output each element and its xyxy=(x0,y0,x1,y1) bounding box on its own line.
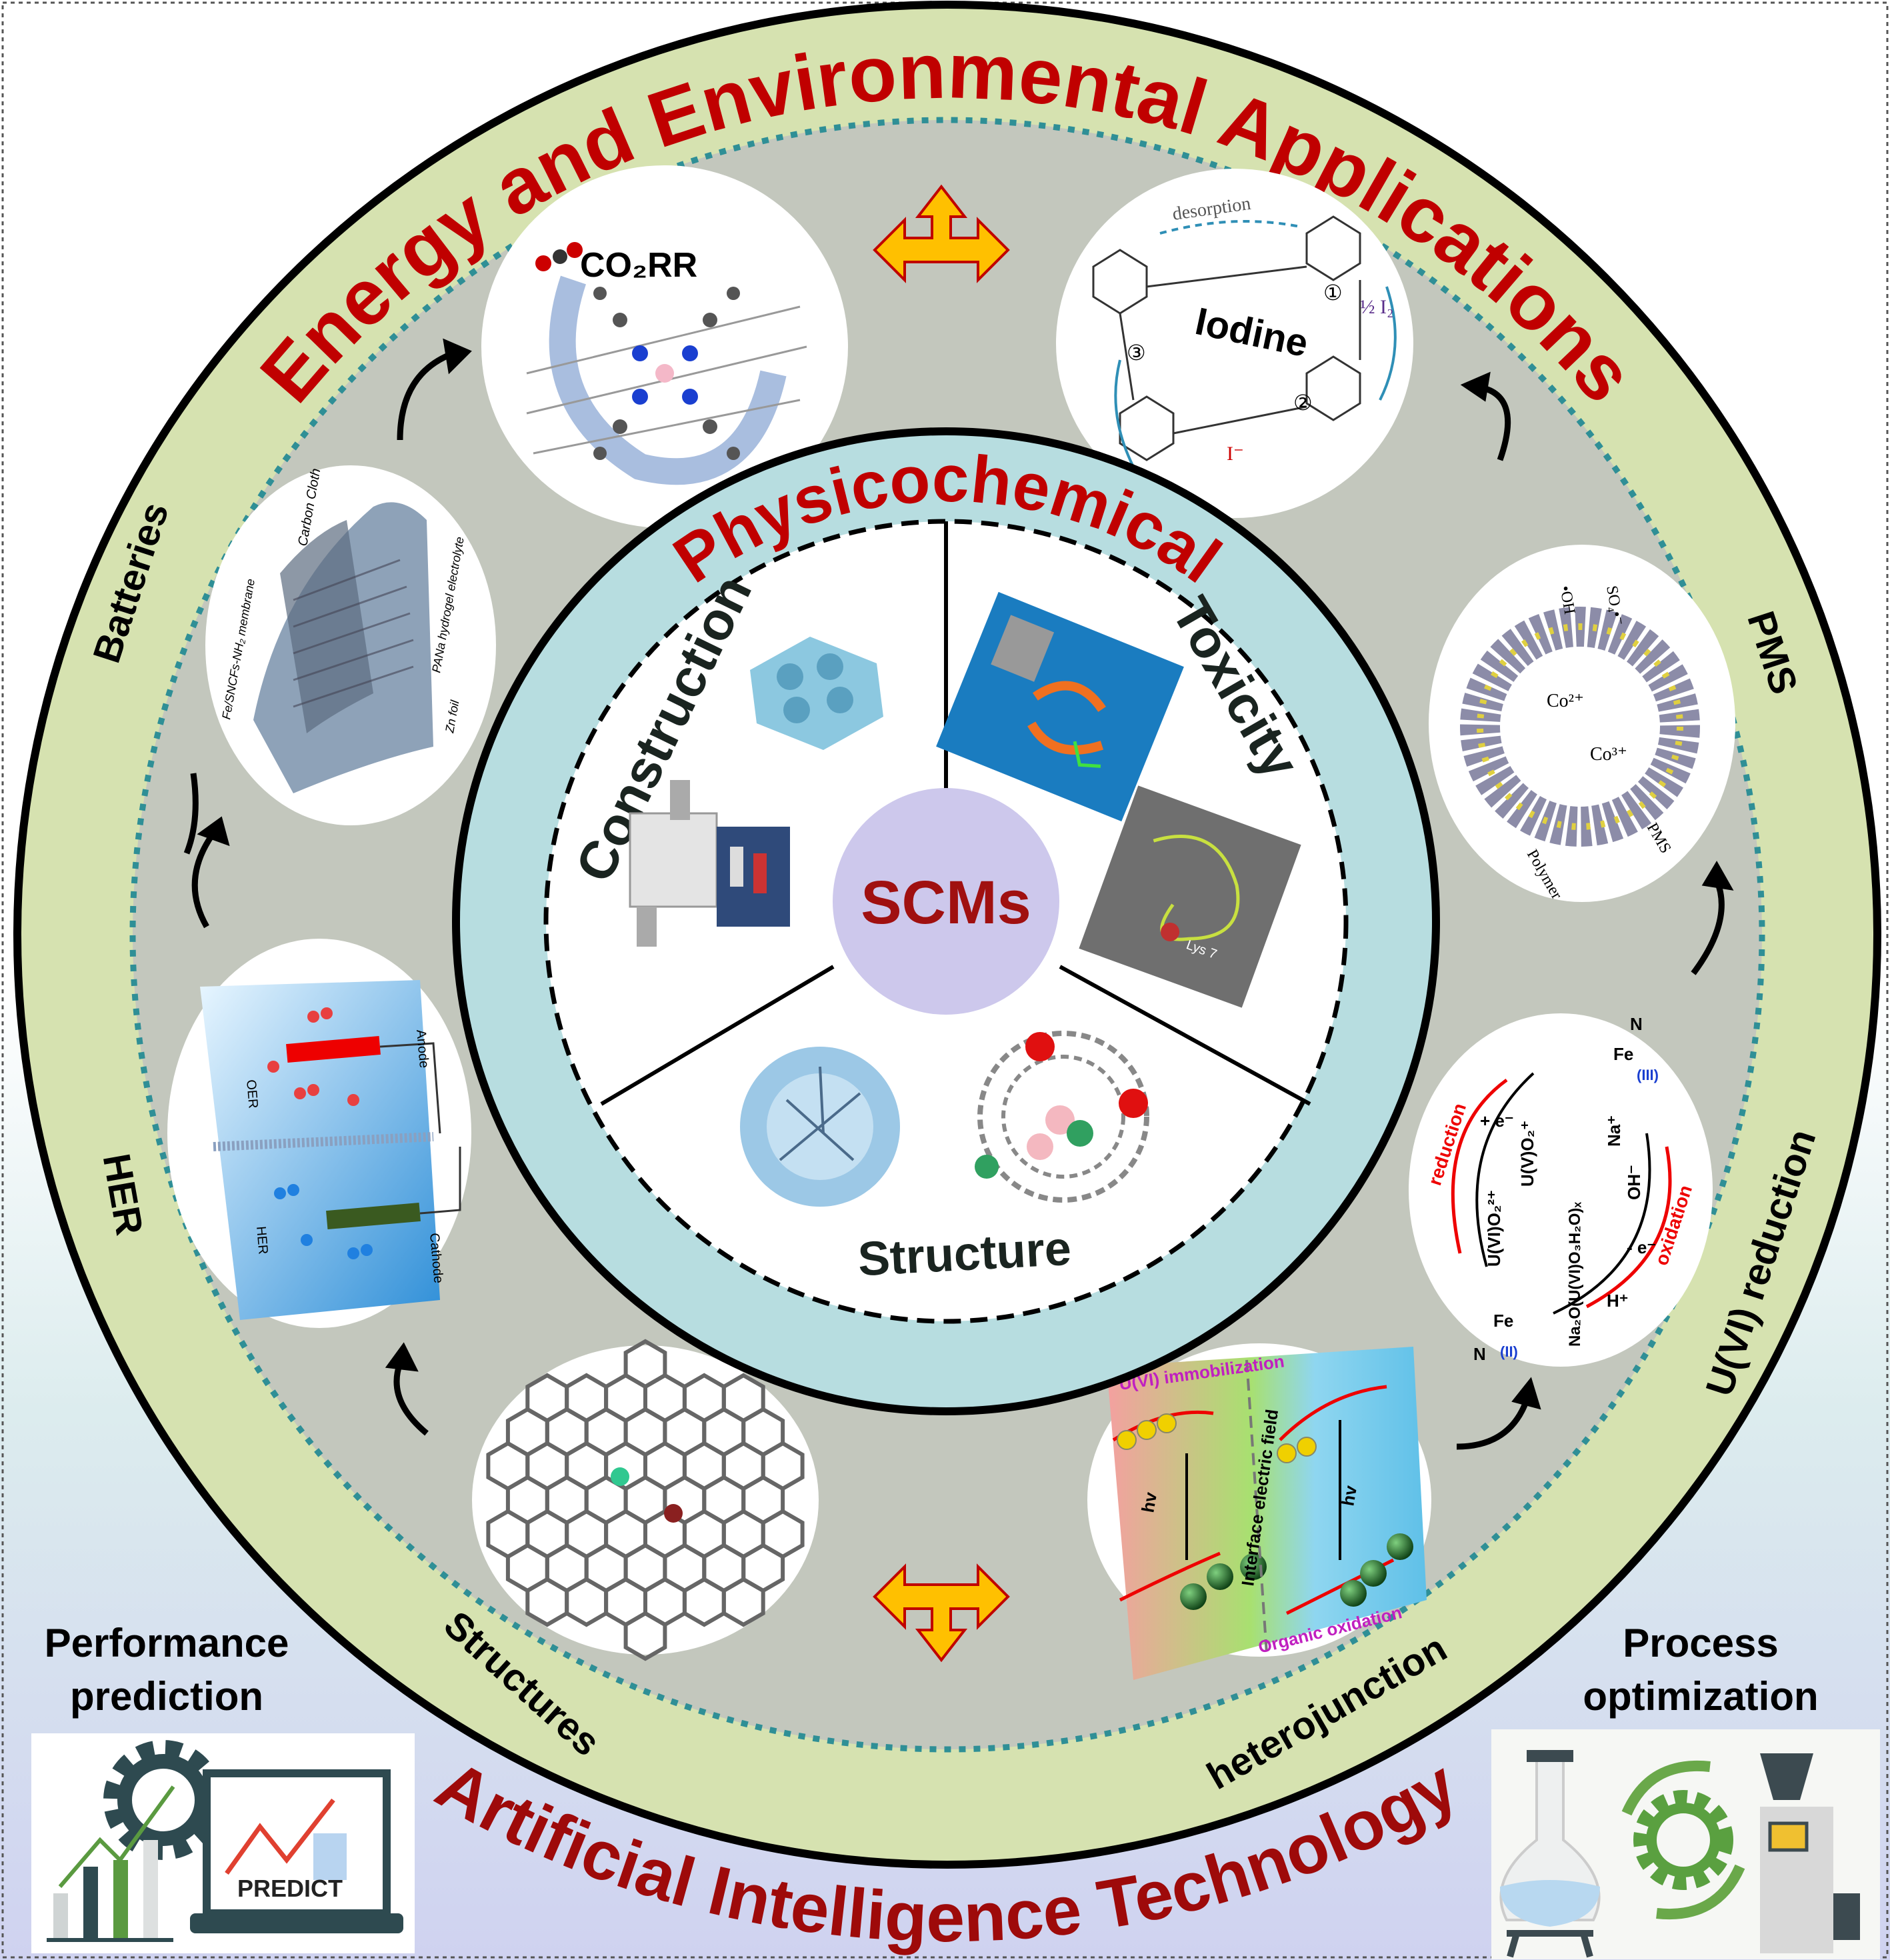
curved-arrow-icon xyxy=(397,350,455,441)
bubble-iodine: desorption Iodine ① ② ③ ½ I₂ I⁻ xyxy=(1056,169,1413,518)
mixed-uranium-label: Na₂O(U(VI)O₃H₂O)ₓ xyxy=(1566,1202,1584,1347)
bubble-her: Anode Cathode OER HER xyxy=(167,939,471,1328)
anode-electrode xyxy=(286,1035,381,1063)
hv-right-label: hv xyxy=(1337,1483,1361,1507)
double-arrow-top-icon xyxy=(873,184,1010,283)
step-3-label: ③ xyxy=(1127,341,1146,365)
aquatic-toxicity-image xyxy=(936,591,1184,822)
scms-center-label: SCMs xyxy=(861,869,1031,937)
step-2-label: ② xyxy=(1293,391,1313,415)
nanoparticle-image xyxy=(740,1047,900,1207)
sector-dividers xyxy=(600,521,1311,1106)
curved-arrow-icon xyxy=(393,1362,429,1436)
half-i2-label: ½ I₂ xyxy=(1360,296,1393,318)
co2-label: Co²⁺ xyxy=(1547,691,1584,711)
hexagon-ring xyxy=(721,1577,765,1627)
graphene-lattice-icon xyxy=(486,1339,805,1661)
bubble-pms: Co²⁺ Co³⁺ Polymer PMS •OH SO₄•⁻ xyxy=(1429,545,1735,902)
predict-label: PREDICT xyxy=(237,1875,343,1902)
hv-left-label: hv xyxy=(1137,1490,1161,1514)
oh-minus-label: OH⁻ xyxy=(1624,1165,1644,1200)
cathode-electrode xyxy=(326,1202,421,1230)
bubble-batteries: Carbon Cloth Fe/SNCFs-NH₂ membrane PANa … xyxy=(205,465,496,825)
anode-label: Anode xyxy=(413,1029,431,1069)
curved-arrow-icon xyxy=(1456,1399,1530,1450)
iodide-label: I⁻ xyxy=(1227,443,1244,465)
furnace-equipment-icon xyxy=(629,780,790,947)
double-arrow-bottom-icon xyxy=(873,1563,1010,1663)
process-optimization-panel xyxy=(1491,1729,1880,1959)
e-minus-label: - e⁻ xyxy=(1627,1237,1656,1257)
cycle-arrows xyxy=(183,338,1734,1450)
iii-top-label: (III) xyxy=(1637,1067,1659,1083)
teal-dotted-ring xyxy=(129,117,1765,1753)
bubble-heterojunction: U(VI) immobilization Interface electric … xyxy=(1087,1343,1431,1680)
bubble-u-reduction: reduction oxidation U(VI)O₂²⁺ U(V)O₂⁺ Na… xyxy=(1409,1013,1713,1367)
electron-icons xyxy=(1117,1413,1317,1463)
scms-center-circle xyxy=(833,788,1059,1015)
n-top-label: N xyxy=(1630,1014,1643,1034)
bubble-co2rr: CO₂RR xyxy=(481,165,848,528)
sector-structure-label: Structure xyxy=(857,1222,1073,1287)
hole-icons xyxy=(1180,1533,1413,1610)
curved-arrow-icon xyxy=(191,831,216,929)
cycle-gear-icon xyxy=(1621,1760,1745,1920)
protein-surface-image: Lys 7 xyxy=(1079,785,1301,1008)
flask-icon xyxy=(1499,1750,1601,1958)
performance-prediction-panel: PREDICT xyxy=(31,1733,415,1953)
co2rr-label: CO₂RR xyxy=(580,246,697,285)
performance-prediction-line1: Performance xyxy=(45,1621,289,1665)
step-1-label: ① xyxy=(1323,281,1343,305)
hexagon-ring xyxy=(623,1611,667,1661)
performance-prediction-line2: prediction xyxy=(70,1674,263,1719)
laptop-icon: PREDICT xyxy=(190,1769,403,1933)
oer-label: OER xyxy=(243,1079,261,1109)
n-bottom-label: N xyxy=(1473,1344,1486,1364)
machine-icon xyxy=(1760,1753,1860,1953)
process-optimization-line1: Process xyxy=(1623,1621,1779,1665)
co3-label: Co³⁺ xyxy=(1590,744,1627,765)
e-plus-label: + e⁻ xyxy=(1480,1111,1514,1131)
molecule-icon xyxy=(593,287,740,460)
ii-bottom-label: (II) xyxy=(1500,1343,1518,1360)
fe-top-label: Fe xyxy=(1613,1044,1633,1064)
porous-block-icon xyxy=(750,637,883,750)
her-small-label: HER xyxy=(253,1226,271,1255)
fe-bottom-label: Fe xyxy=(1493,1311,1513,1331)
curved-arrow-icon xyxy=(183,773,199,855)
u-v-label: U(V)O₂⁺ xyxy=(1517,1121,1537,1187)
h-plus-label: H⁺ xyxy=(1607,1291,1629,1311)
bubble-graphene-structure xyxy=(472,1339,819,1661)
na-plus-label: Na⁺ xyxy=(1604,1115,1624,1147)
fullerene-cage-image xyxy=(975,1031,1149,1203)
curved-arrow-icon xyxy=(1691,879,1725,975)
process-optimization-line2: optimization xyxy=(1583,1674,1818,1719)
u-vi-label: U(VI)O₂²⁺ xyxy=(1484,1190,1504,1267)
bar-chart-icon xyxy=(47,1785,175,1942)
